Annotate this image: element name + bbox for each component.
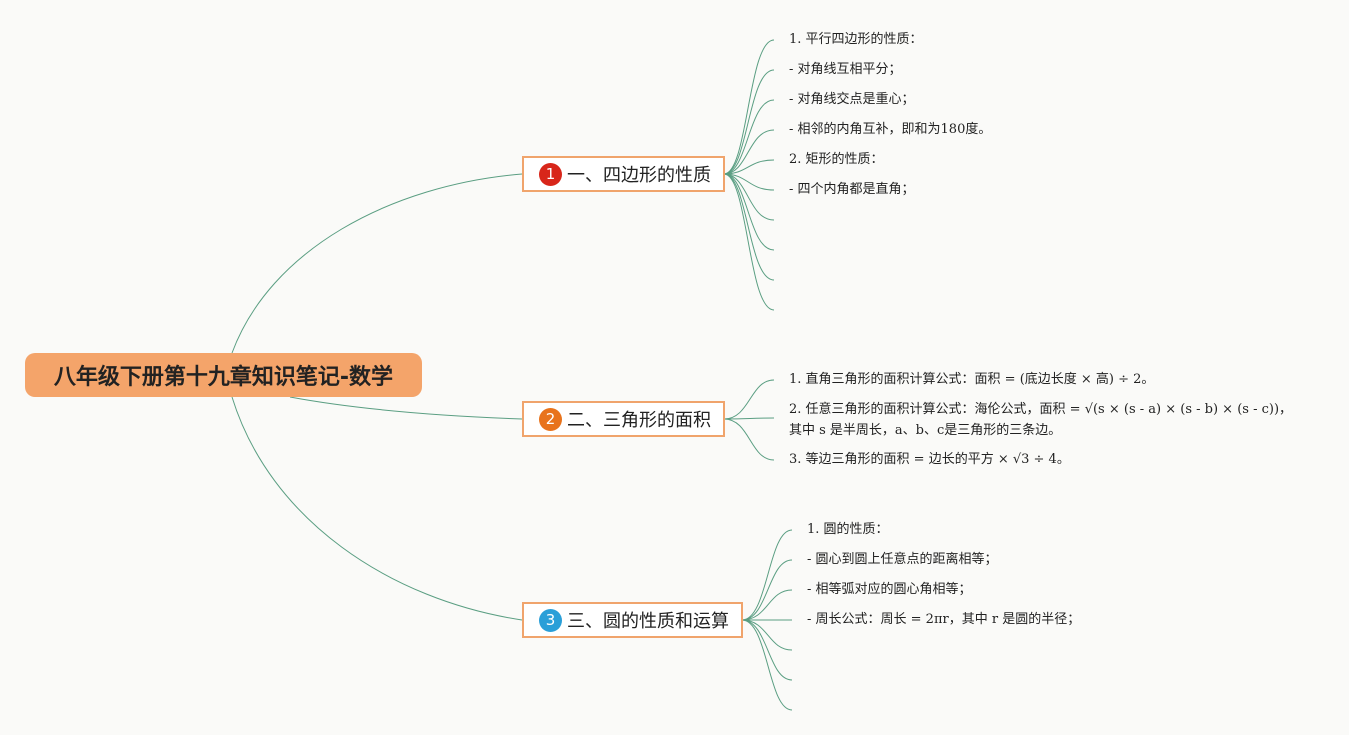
leaf-3-1[interactable]: 1. 圆的性质： [807,522,889,537]
number-badge-2: 2 [539,407,562,431]
leaf-1-5[interactable]: 2. 矩形的性质： [789,152,884,167]
connector-root-branch-1 [231,173,523,354]
branch-title-3: 三、圆的性质和运算 [567,611,729,632]
number-badge-1: 1 [539,162,562,186]
connector-root-branch-3 [231,396,523,621]
root-label: 八年级下册第十九章知识笔记-数学 [53,365,394,390]
leaf-2-2[interactable]: 2. 任意三角形的面积计算公式：海伦公式，面积 = √(s × (s - a) … [789,402,1293,417]
branch-title-1: 一、四边形的性质 [567,165,711,186]
root-node[interactable]: 八年级下册第十九章知识笔记-数学 [25,353,422,397]
leaf-2-3[interactable]: 3. 等边三角形的面积 = 边长的平方 × √3 ÷ 4。 [789,452,1070,467]
branch-title-2: 二、三角形的面积 [567,410,711,431]
connector-fan-3 [741,529,793,711]
number-badge-3: 3 [539,608,562,632]
leaf-1-4[interactable]: - 相邻的内角互补，即和为180度。 [789,122,992,137]
leaf-1-2[interactable]: - 对角线互相平分； [789,62,902,77]
leaf-2-2-cont[interactable]: 其中 s 是半周长，a、b、c是三角形的三条边。 [789,423,1062,438]
connector-fan-2 [723,379,775,461]
branch-node-1[interactable]: 1 一、四边形的性质 [522,156,725,192]
leaf-2-1[interactable]: 1. 直角三角形的面积计算公式：面积 = (底边长度 × 高) ÷ 2。 [789,372,1155,387]
leaf-3-3[interactable]: - 相等弧对应的圆心角相等； [807,582,972,597]
connector-root-branch-2 [289,396,523,420]
leaf-3-4[interactable]: - 周长公式：周长 = 2πr，其中 r 是圆的半径； [807,612,1081,627]
leaf-1-6[interactable]: - 四个内角都是直角； [789,182,915,197]
connector-fan-1 [723,39,775,311]
leaf-3-2[interactable]: - 圆心到圆上任意点的距离相等； [807,552,998,567]
branch-node-3[interactable]: 3 三、圆的性质和运算 [522,602,743,638]
leaf-1-1[interactable]: 1. 平行四边形的性质： [789,32,923,47]
leaf-1-3[interactable]: - 对角线交点是重心； [789,92,915,107]
branch-node-2[interactable]: 2 二、三角形的面积 [522,401,725,437]
